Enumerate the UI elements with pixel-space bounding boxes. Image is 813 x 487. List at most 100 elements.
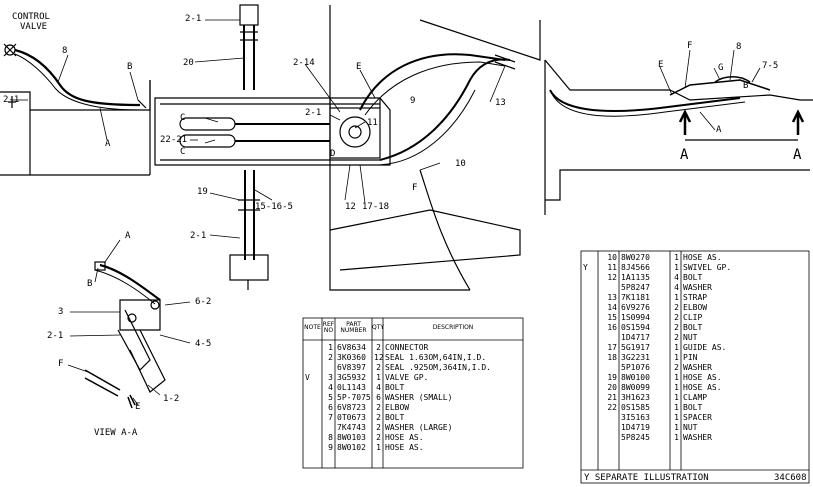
cell-qty: 1 xyxy=(674,393,679,402)
cell-ref xyxy=(322,423,335,433)
cell-description: SEAL .925OM,364IN,I.D. xyxy=(385,363,491,372)
cell-note xyxy=(581,403,598,413)
cell-note xyxy=(581,343,598,353)
cell-ref xyxy=(598,423,619,433)
cell-description: CLAMP xyxy=(683,393,708,402)
view-callout-2-1: 2-1 xyxy=(47,331,64,341)
control-valve-label-line1: CONTROL xyxy=(12,12,50,22)
cell-note xyxy=(581,283,598,293)
callout-11: 11 xyxy=(367,118,378,128)
cell-qty: 2 xyxy=(674,323,679,332)
cell-part: 7K4743 xyxy=(337,423,366,432)
callout-8: 8 xyxy=(736,42,742,52)
cell-note xyxy=(581,373,598,383)
cell-ref: 8 xyxy=(328,433,333,442)
col-header-note: NOTE xyxy=(304,324,321,331)
callout-13: 13 xyxy=(495,98,506,108)
cell-part: 8W0102 xyxy=(337,443,366,452)
cell-part: 3K0360 xyxy=(337,353,366,362)
callout-e: E xyxy=(356,62,362,72)
callout-2-1: 2-1 xyxy=(305,108,322,118)
control-valve-label-line2: VALVE xyxy=(20,22,48,32)
col-header-description: DESCRIPTION xyxy=(432,324,474,331)
cell-ref xyxy=(598,283,619,293)
cell-description: NUT xyxy=(683,423,698,432)
col-header-part: PART NUMBER xyxy=(340,321,367,334)
cell-note xyxy=(581,303,598,313)
cell-part: 6V8397 xyxy=(337,363,366,372)
cell-qty: 1 xyxy=(674,343,679,352)
cell-description: VALVE GP. xyxy=(385,373,429,382)
cell-note xyxy=(303,383,322,393)
cell-qty: 1 xyxy=(674,293,679,302)
callout-a: A xyxy=(716,125,722,135)
callout-19: 19 xyxy=(197,187,208,197)
cell-part: 7K1181 xyxy=(621,293,650,302)
cell-qty: 1 xyxy=(674,383,679,392)
cell-note xyxy=(303,353,322,363)
cell-note xyxy=(581,423,598,433)
leader-lines xyxy=(12,19,761,406)
cell-qty: 1 xyxy=(674,263,679,272)
cell-qty: 1 xyxy=(376,373,381,382)
cell-qty: 2 xyxy=(376,343,381,352)
cell-part: 5P8247 xyxy=(621,283,650,292)
cell-note xyxy=(581,323,598,333)
cell-qty: 4 xyxy=(674,273,679,282)
col-header-qty: QTY xyxy=(372,324,385,331)
cell-note xyxy=(581,393,598,403)
cell-part: 3G2231 xyxy=(621,353,650,362)
cell-note xyxy=(303,413,322,423)
callout-c: C xyxy=(180,113,186,123)
cell-description: STRAP xyxy=(683,293,708,302)
view-aa-drawing xyxy=(84,261,166,409)
cell-qty: 1 xyxy=(674,403,679,412)
callout-15-16-5: 15-16-5 xyxy=(255,202,293,212)
cell-description: WASHER (SMALL) xyxy=(385,393,453,402)
cell-part: 3G5932 xyxy=(337,373,366,382)
callout-2-1: 2-1 xyxy=(185,14,202,24)
cell-ref xyxy=(598,413,619,423)
callout-12: 12 xyxy=(345,202,356,212)
cell-qty: 6 xyxy=(376,393,381,402)
cell-note: Y xyxy=(583,263,588,272)
cell-description: HOSE AS. xyxy=(385,443,424,452)
cell-ref: 17 xyxy=(607,343,617,352)
callout-f: F xyxy=(412,183,418,193)
cell-description: ELBOW xyxy=(385,403,410,412)
callout-7-5: 7-5 xyxy=(762,61,779,71)
cell-note xyxy=(581,413,598,423)
view-callout-a: A xyxy=(125,231,131,241)
cell-ref: 9 xyxy=(328,443,333,452)
cell-description: HOSE AS. xyxy=(683,383,722,392)
cell-part: 3I5163 xyxy=(621,413,650,422)
cell-description: WASHER (LARGE) xyxy=(385,423,453,432)
cell-part: 1S0994 xyxy=(621,313,650,322)
cell-part: 6V8634 xyxy=(337,343,366,352)
cell-part: 5P8245 xyxy=(621,433,650,442)
callout-17-18: 17-18 xyxy=(362,202,390,212)
cell-note xyxy=(303,433,322,443)
right-assembly-drawing xyxy=(544,59,813,215)
cell-part: 0S1594 xyxy=(621,323,650,332)
section-marker-a-left: A xyxy=(680,147,689,163)
cell-part: 8W0100 xyxy=(621,373,650,382)
cell-note xyxy=(303,443,322,453)
view-callout-b: B xyxy=(87,279,93,289)
cell-note xyxy=(581,433,598,443)
